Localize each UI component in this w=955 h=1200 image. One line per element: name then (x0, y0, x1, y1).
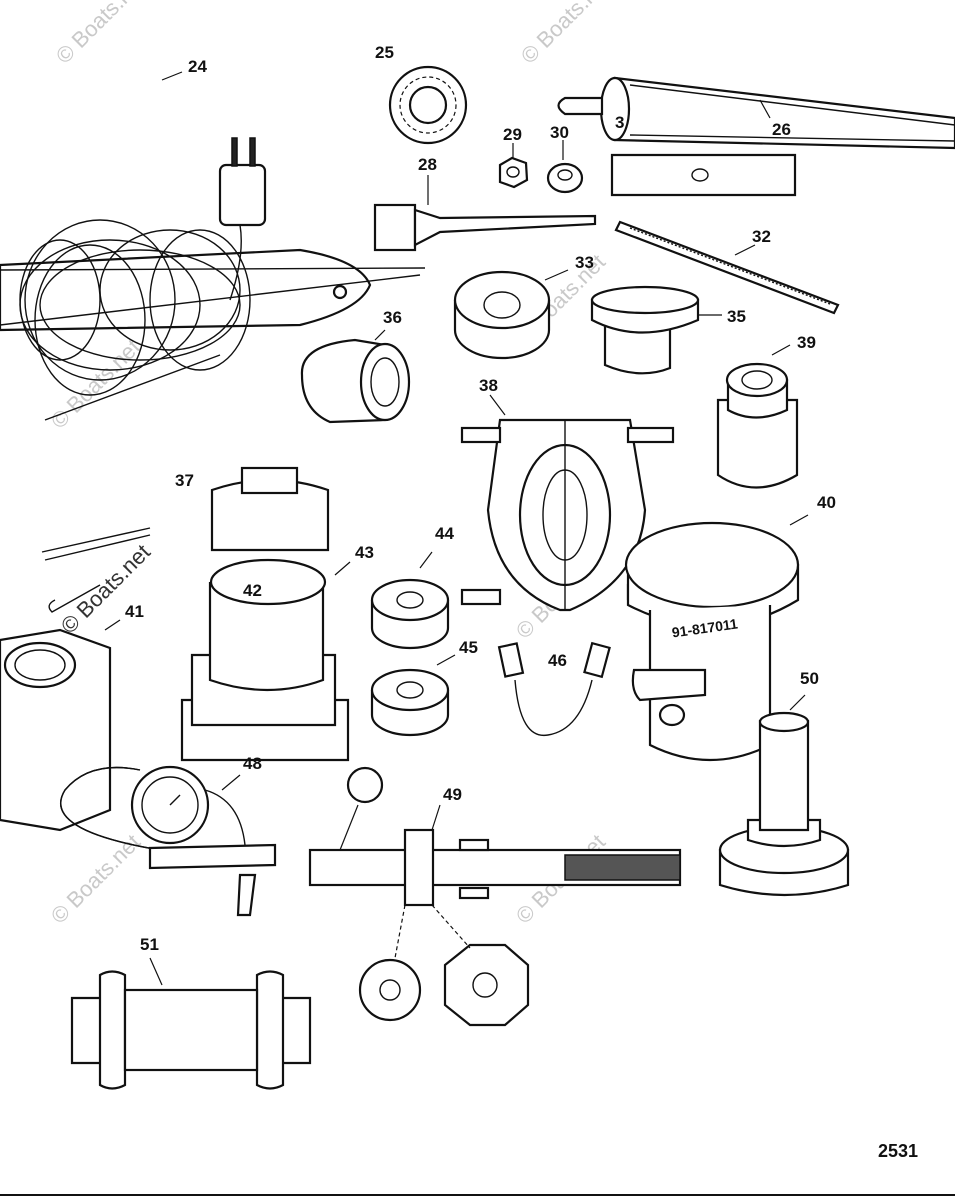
callout-49: 49 (443, 785, 462, 804)
part-35-cap (590, 285, 722, 375)
part-30-washer (546, 140, 584, 194)
callout-29: 29 (503, 125, 522, 144)
figure-number: 2531 (878, 1141, 918, 1161)
callout-35: 35 (727, 307, 746, 326)
callout-26: 26 (772, 120, 791, 139)
watermark: © Boats.net (516, 0, 615, 69)
part-41-coupler (0, 619, 121, 832)
part-24-heat-gun (0, 71, 426, 421)
bottom-rule (0, 1194, 955, 1196)
callout-38: 38 (479, 376, 498, 395)
part-45-collar (370, 654, 456, 737)
callout-39: 39 (797, 333, 816, 352)
part-48-pressure-gauge (60, 765, 277, 917)
callout-33: 33 (575, 253, 594, 272)
part-49-slide-hammer (308, 766, 682, 1027)
callout-51: 51 (140, 935, 159, 954)
part-33-spacer (453, 269, 569, 360)
part-50-stepped-tool (718, 694, 850, 897)
callout-50: 50 (800, 669, 819, 688)
callout-43: 43 (355, 543, 374, 562)
part-32-threaded-rod (614, 220, 840, 315)
callout-37: 37 (175, 471, 194, 490)
part-36-bushing (300, 329, 411, 424)
callout-36: 36 (383, 308, 402, 327)
part-38-bearing-separator (460, 394, 675, 612)
part-39-bushing (716, 344, 799, 489)
part-44-collar (370, 551, 450, 650)
part-37-rod (41, 527, 151, 613)
callout-32: 32 (752, 227, 771, 246)
part-28-driver (373, 175, 597, 252)
callout-28: 28 (418, 155, 437, 174)
callout-48: 48 (243, 754, 262, 773)
callout-30: 30 (550, 123, 569, 142)
callout-40: 40 (817, 493, 836, 512)
callout-42: 42 (243, 581, 262, 600)
part-25-bearing (388, 65, 468, 145)
callout-41: 41 (125, 602, 144, 621)
part-3-plate (610, 153, 797, 197)
part-46-test-leads (497, 641, 611, 737)
part-40-puller: 91-817011 (624, 514, 809, 762)
callout-44: 44 (435, 524, 454, 543)
callout-46: 46 (548, 651, 567, 670)
callout-45: 45 (459, 638, 478, 657)
watermark: © Boats.net (51, 0, 150, 69)
callout-3: 3 (615, 113, 624, 132)
part-51-hub (70, 957, 312, 1090)
part-26-cylinder-tool (557, 76, 955, 150)
callout-25: 25 (375, 43, 394, 62)
part-42-43-driver-set (180, 466, 351, 762)
callout-24: 24 (188, 57, 207, 76)
part-29-nut (498, 143, 529, 189)
callout-labels: 24 25 26 28 29 30 3 32 33 35 36 37 38 39… (125, 43, 836, 954)
